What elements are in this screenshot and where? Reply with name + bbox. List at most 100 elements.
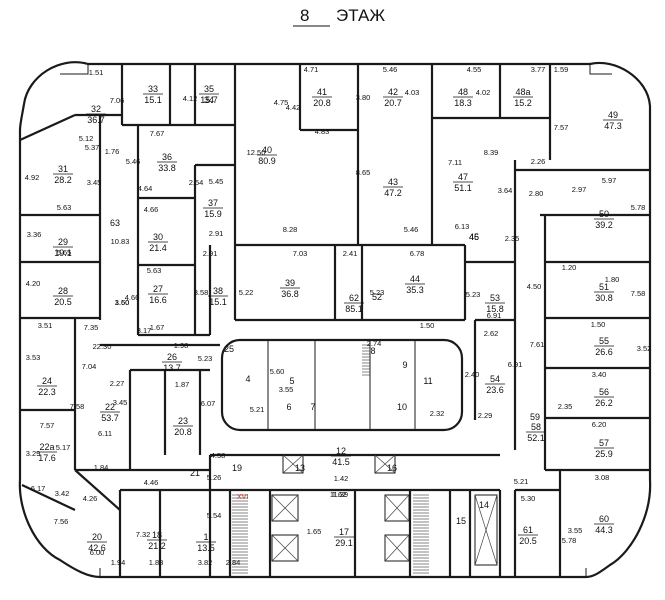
room-area: 42.6 <box>88 543 106 553</box>
dimension: 5.46 <box>404 225 419 234</box>
dimension: 10.83 <box>111 237 130 246</box>
axis-mark: XVI <box>237 494 248 501</box>
dimension: 2.27 <box>110 379 125 388</box>
room-area: 15.2 <box>514 98 532 108</box>
dimension: 5.26 <box>207 473 222 482</box>
dimension: 7.67 <box>150 129 165 138</box>
dimension: 1.62 <box>332 490 347 499</box>
dimension: 2.97 <box>572 185 587 194</box>
room-area: 20.7 <box>384 98 402 108</box>
room-area: 36.7 <box>87 115 105 125</box>
room-label: 59 <box>530 412 540 422</box>
dimension: 3.53 <box>26 353 41 362</box>
dimension: 6.00 <box>90 548 105 557</box>
dimension: 7.06 <box>110 96 125 105</box>
room-number: 47 <box>458 172 468 182</box>
room-number: 39 <box>285 278 295 288</box>
dimension: 4.92 <box>25 173 40 182</box>
room-labels: 3236.73315.13515.74080.94120.84220.74818… <box>37 84 623 553</box>
room-area: 39.2 <box>595 220 613 230</box>
dimension: 3.52 <box>637 344 652 353</box>
room-label: 19 <box>232 463 242 473</box>
room-number: 53 <box>490 293 500 303</box>
dimension: 3.29 <box>26 449 41 458</box>
dimension: 5.63 <box>57 203 72 212</box>
dimension: 4.26 <box>83 494 98 503</box>
dimension: 3.45 <box>113 398 128 407</box>
room-number: 58 <box>531 422 541 432</box>
room-number: 37 <box>208 198 218 208</box>
dimension: 4.03 <box>405 88 420 97</box>
dimension: 2.26 <box>531 157 546 166</box>
dimension: 4.71 <box>304 65 319 74</box>
dimension: 7.11 <box>448 158 462 167</box>
room-number: 35 <box>204 84 214 94</box>
room-number: 38 <box>213 286 223 296</box>
dimension: 5.63 <box>147 266 162 275</box>
dimension: 5.60 <box>270 367 285 376</box>
room-label: 16 <box>387 463 397 473</box>
room-label: 45 <box>469 232 479 242</box>
room-number: 26 <box>167 352 177 362</box>
dimension: 4.12 <box>183 94 198 103</box>
room-number: 55 <box>599 336 609 346</box>
dimension: 3.42 <box>55 489 70 498</box>
dimension: 5.54 <box>207 511 222 520</box>
room-label: 52 <box>372 292 382 302</box>
dimension: 8.28 <box>283 225 298 234</box>
dimension: 6.11 <box>98 429 112 438</box>
room-number: 48 <box>458 87 468 97</box>
dimension: 2.80 <box>529 189 544 198</box>
dimension: 4.55 <box>467 65 482 74</box>
room-label: 21 <box>190 468 200 478</box>
room-area: 35.3 <box>406 285 424 295</box>
room-label: 14 <box>479 500 489 510</box>
dimension: 5.17 <box>56 443 71 452</box>
room-label: 11 <box>423 376 432 386</box>
elevator-shafts <box>271 454 498 566</box>
dimension: 1.76 <box>105 147 120 156</box>
dimension: 5.22 <box>239 288 254 297</box>
dimension: 6.91 <box>508 360 523 369</box>
room-label: 15 <box>456 516 466 526</box>
dimension: 3.08 <box>595 473 610 482</box>
room-number: 61 <box>523 525 533 535</box>
dimension: 3.55 <box>568 526 583 535</box>
room-number: 31 <box>58 164 68 174</box>
dimension: 4.02 <box>476 88 491 97</box>
room-number: 29 <box>58 237 68 247</box>
room-number: 60 <box>599 514 609 524</box>
room-area: 23.6 <box>486 385 504 395</box>
dimension: 2.41 <box>343 249 358 258</box>
dimension: 1.42 <box>334 474 349 483</box>
floor-number: 8 <box>300 6 309 25</box>
dimension: 2.74 <box>367 339 382 348</box>
room-area: 19.1 <box>54 248 72 258</box>
dimension: 7.04 <box>82 362 97 371</box>
dimension: 4.50 <box>527 282 542 291</box>
dimension: 1.84 <box>94 463 109 472</box>
room-area: 21.4 <box>149 243 167 253</box>
room-area: 33.8 <box>158 163 176 173</box>
dimension: 3.58 <box>194 288 209 297</box>
dimension: 4.83 <box>315 127 330 136</box>
room-label: 5 <box>289 376 294 386</box>
room-number: 36 <box>162 152 172 162</box>
room-number: 33 <box>148 84 158 94</box>
dimension: 1.50 <box>591 320 606 329</box>
room-number: 57 <box>599 438 609 448</box>
room-area: 26.6 <box>595 347 613 357</box>
dimension: 6.78 <box>410 249 425 258</box>
room-area: 15.8 <box>486 304 504 314</box>
room-area: 13.7 <box>163 363 181 373</box>
dimension: 5.46 <box>383 65 398 74</box>
room-number: 18 <box>152 530 162 540</box>
dimension: 12.50 <box>247 148 266 157</box>
dimension: 5.21 <box>514 477 529 486</box>
dimension: 1.50 <box>115 298 130 307</box>
dimension: 4.64 <box>138 184 153 193</box>
dimension: 3.60 <box>115 298 130 307</box>
room-number: 20 <box>92 532 102 542</box>
dimension: 5.23 <box>466 290 481 299</box>
